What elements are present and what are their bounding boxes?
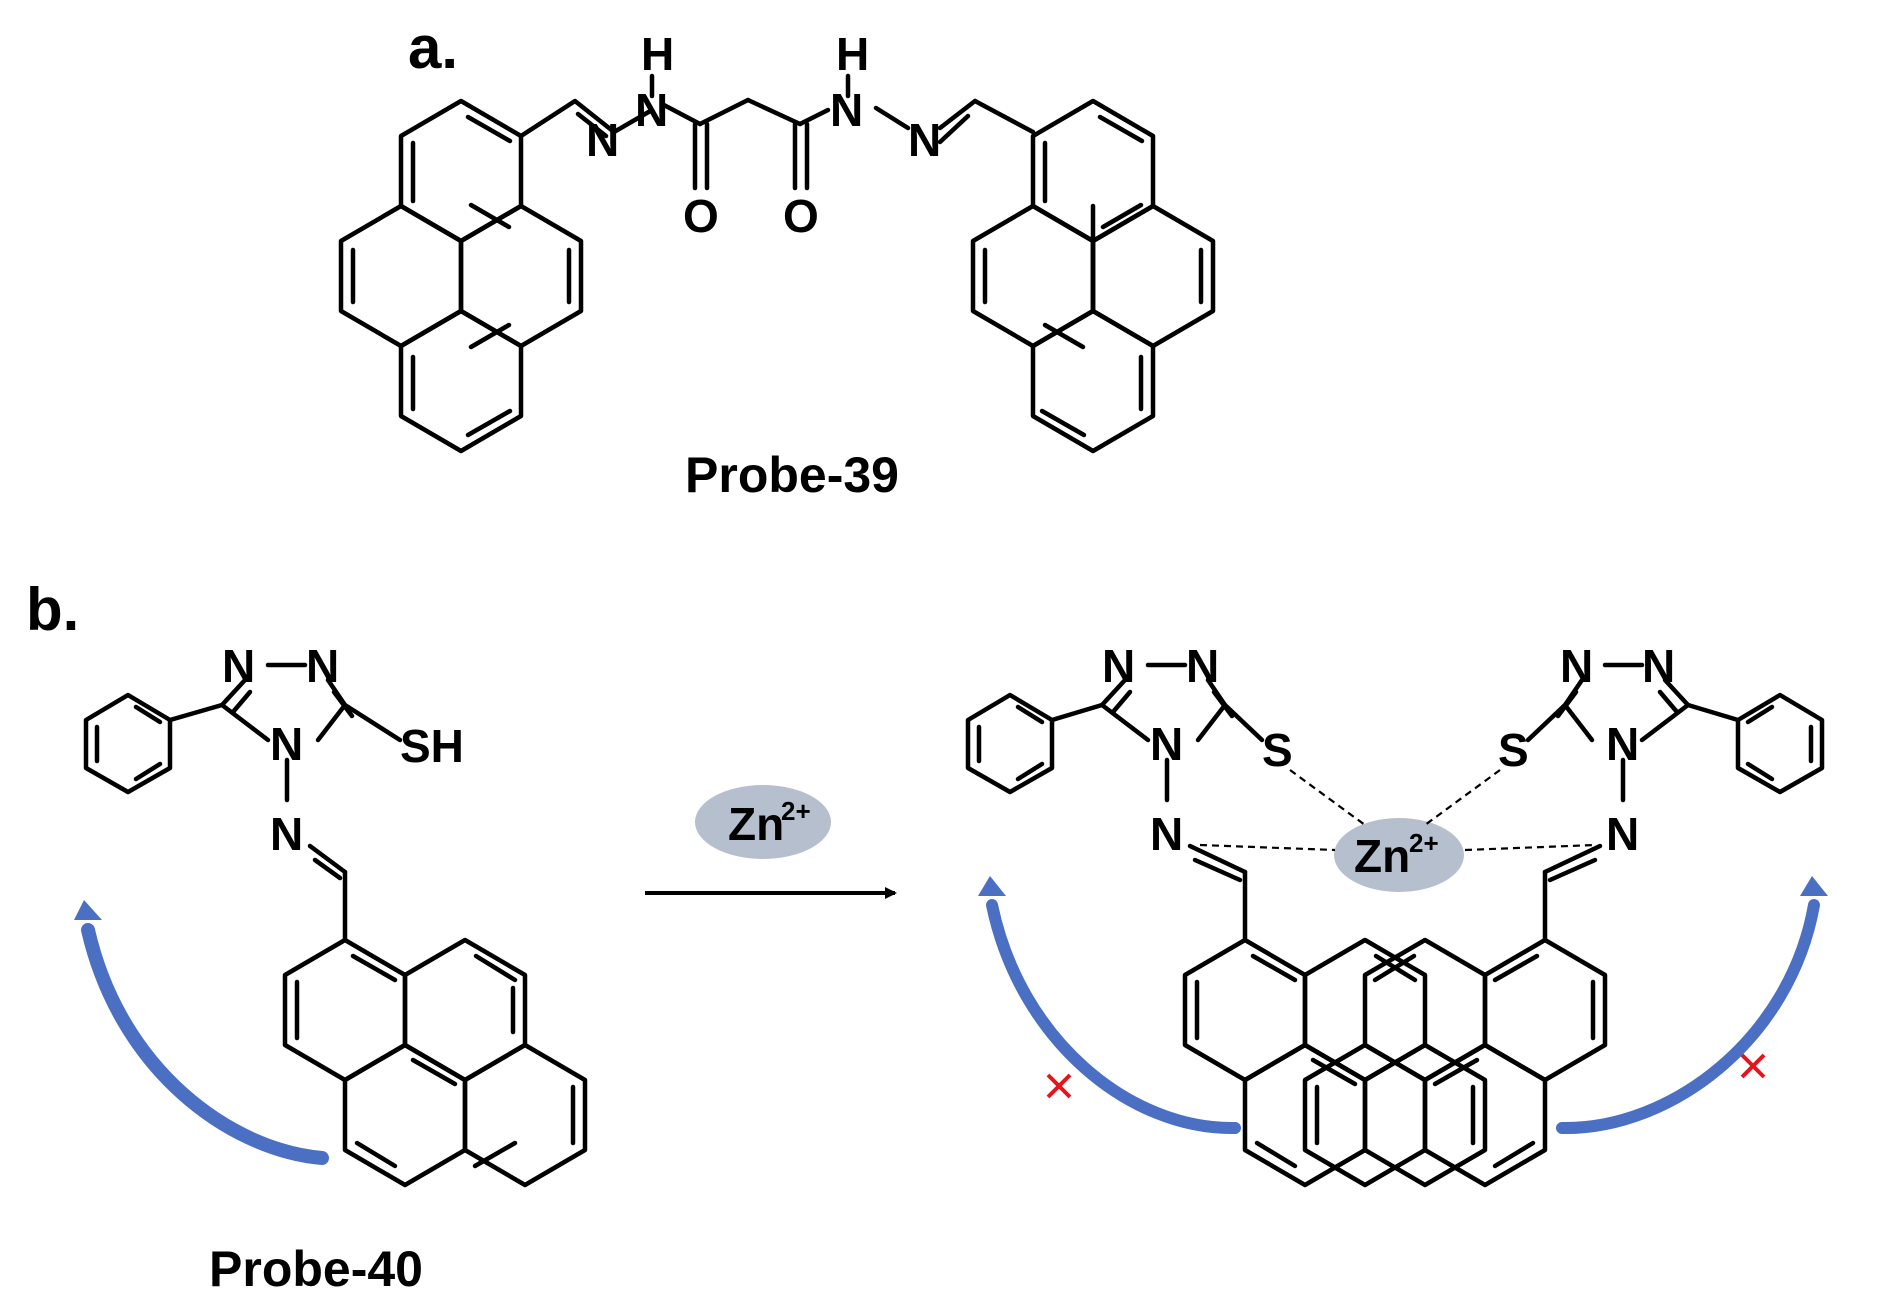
complex-left-n2: N: [1186, 640, 1219, 692]
probe40-energy-transfer-arrow: [81, 923, 329, 1165]
blocked-mark-right: [1740, 1053, 1766, 1079]
probe39-left-pyrene: [338, 98, 584, 454]
panel-a-label: a.: [408, 14, 458, 81]
probe40-triazole: [167, 662, 403, 943]
blocked-mark-left: [1046, 1073, 1072, 1099]
complex-ion-ellipse: [1334, 818, 1464, 892]
atom-h-right: H: [836, 28, 869, 80]
atom-n-nh-right: N: [830, 84, 863, 136]
complex-right-n1: N: [1560, 640, 1593, 692]
complex-ion-charge: 2+: [1409, 828, 1439, 858]
probe40-n1: N: [222, 640, 255, 692]
reagent-ion-charge: 2+: [781, 796, 811, 826]
coord-bond-s-left: [1289, 769, 1366, 826]
coord-bond-n-right: [1464, 843, 1596, 852]
atom-n-imine-right: N: [908, 114, 941, 166]
reagent-ion-ellipse: [695, 785, 831, 859]
complex-left-phenyl: [965, 692, 1055, 795]
complex-left-pyrene: [1182, 937, 1488, 1188]
complex-right-n4: N: [1606, 718, 1639, 770]
probe40-n4: N: [270, 718, 303, 770]
probe39-right-pyrene: [970, 98, 1216, 454]
probe39-name: Probe-39: [685, 447, 899, 503]
panel-b-label: b.: [26, 576, 79, 643]
probe40-n2: N: [306, 640, 339, 692]
complex-left-n4: N: [1150, 718, 1183, 770]
complex-left-s: S: [1262, 724, 1293, 776]
complex-right-n2: N: [1642, 640, 1675, 692]
probe39-linker: H N N O H N N O: [518, 28, 1036, 242]
probe40-structure: N N N N SH Probe-40: [74, 640, 588, 1297]
complex-right-arrow-head: [1800, 876, 1828, 896]
complex-right-phenyl: [1735, 692, 1825, 795]
probe40-arrow-head: [74, 900, 102, 920]
reagent-ion-symbol: Zn: [728, 798, 784, 850]
complex-right-triazole: [1525, 662, 1741, 943]
reaction-arrow-group: Zn 2+: [645, 785, 897, 899]
zn-complex-structure: N N N N S: [965, 640, 1828, 1188]
complex-right-s: S: [1498, 724, 1529, 776]
complex-right-transfer-arrow: [1556, 899, 1820, 1135]
complex-left-n-imine: N: [1150, 808, 1183, 860]
atom-h-left: H: [641, 28, 674, 80]
complex-right-pyrene: [1302, 937, 1608, 1188]
coord-bond-s-right: [1424, 769, 1501, 826]
probe40-name: Probe-40: [209, 1241, 423, 1297]
complex-left-n1: N: [1102, 640, 1135, 692]
probe40-sh: SH: [400, 720, 464, 772]
probe40-n-imine: N: [270, 808, 303, 860]
atom-o-left: O: [683, 190, 719, 242]
panel-b: b.: [26, 576, 1828, 1297]
complex-left-transfer-arrow: [986, 899, 1241, 1135]
atom-o-right: O: [783, 190, 819, 242]
complex-left-arrow-head: [978, 876, 1006, 896]
panel-a: a.: [338, 14, 1216, 503]
atom-n-imine-left: N: [586, 114, 619, 166]
complex-left-triazole: [1049, 662, 1265, 943]
complex-ion-symbol: Zn: [1354, 830, 1410, 882]
probe40-phenyl: [83, 692, 173, 795]
complex-right-n-imine: N: [1606, 808, 1639, 860]
coord-bond-n-left: [1199, 843, 1336, 852]
atom-n-nh-left: N: [635, 84, 668, 136]
probe40-pyrene: [282, 937, 588, 1188]
